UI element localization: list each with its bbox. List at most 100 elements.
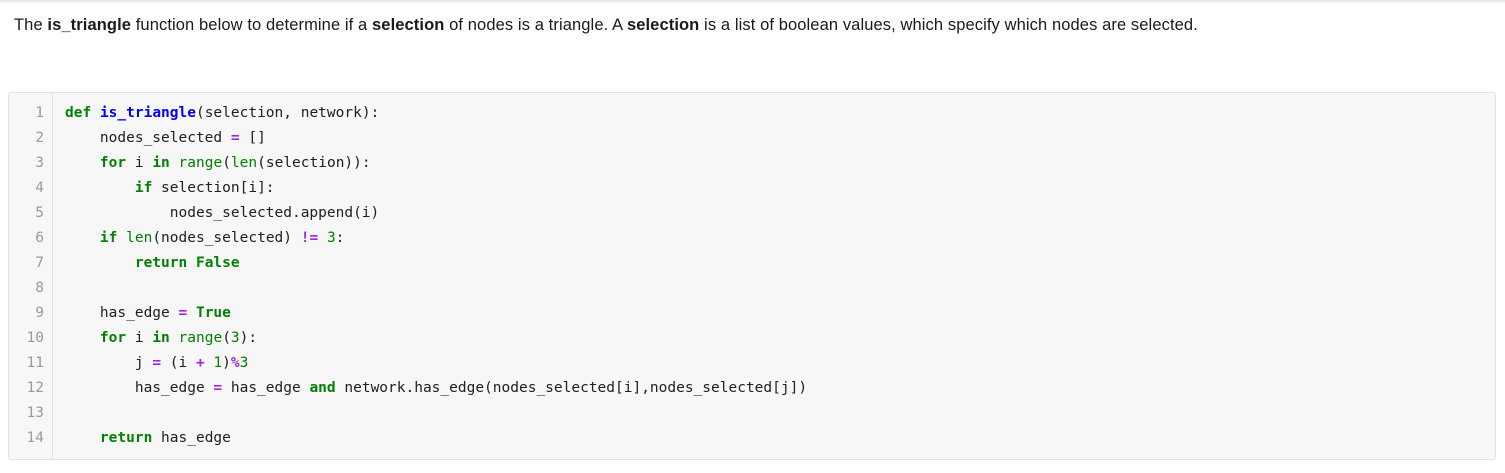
code-token — [65, 155, 100, 171]
line-number: 6 — [35, 230, 44, 246]
code-token: 3 — [239, 355, 249, 371]
code-line: ​ — [65, 401, 1495, 426]
code-line: has_edge = True — [65, 301, 1495, 326]
code-token: = — [213, 380, 223, 396]
emphasis-term: selection — [626, 16, 700, 34]
paragraph-text: The is_triangle function below to determ… — [14, 10, 1434, 40]
code-line: if len(nodes_selected) != 3: — [65, 226, 1495, 251]
code-line: has_edge = has_edge and network.has_edge… — [65, 376, 1495, 401]
code-line: for i in range(3): — [65, 326, 1495, 351]
code-token: 1 — [213, 355, 223, 371]
code-token: + — [195, 355, 205, 371]
code-token — [170, 155, 179, 171]
code-token — [187, 255, 196, 271]
code-token: if — [99, 230, 118, 246]
prose-paragraph: The is_triangle function below to determ… — [0, 0, 1448, 40]
code-token: for — [99, 155, 127, 171]
code-line: for i in range(len(selection)): — [65, 151, 1495, 176]
code-token: 3 — [230, 330, 240, 346]
code-token: def — [65, 105, 92, 121]
line-number: 11 — [26, 355, 44, 371]
code-content[interactable]: def is_triangle(selection, network): nod… — [53, 93, 1495, 459]
code-token: (selection)): — [257, 155, 371, 171]
code-token: False — [195, 255, 240, 271]
code-token: for — [99, 330, 127, 346]
code-token: in — [152, 155, 170, 171]
code-token: nodes_selected.append(i) — [65, 205, 380, 221]
line-number: 3 — [35, 155, 44, 171]
code-token — [65, 230, 100, 246]
emphasis-term: is_triangle — [47, 16, 132, 34]
code-token — [170, 330, 179, 346]
paragraph-segment: is a list of boolean values, which speci… — [699, 16, 1198, 34]
paragraph-segment: function below to determine if a — [131, 16, 373, 34]
paragraph-segment: of nodes is a triangle. A — [444, 16, 627, 34]
code-token — [187, 305, 196, 321]
code-token: has_edge — [65, 305, 179, 321]
code-token: = — [230, 130, 240, 146]
line-number: 5 — [35, 205, 44, 221]
line-number: 1 — [35, 105, 44, 121]
code-token — [65, 255, 135, 271]
code-token: is_triangle — [99, 105, 196, 121]
code-line: if selection[i]: — [65, 176, 1495, 201]
code-token: if — [134, 180, 153, 196]
code-token — [65, 180, 135, 196]
code-token: : — [335, 230, 345, 246]
code-token: selection[i]: — [152, 180, 275, 196]
paragraph-segment: The — [14, 16, 48, 34]
code-token: i — [126, 155, 153, 171]
line-number: 13 — [26, 405, 44, 421]
line-number: 14 — [26, 430, 44, 446]
code-token: = — [152, 355, 162, 371]
code-token: ) — [222, 355, 231, 371]
code-token: has_edge — [65, 380, 214, 396]
code-token — [65, 430, 100, 446]
code-line: ​ — [65, 276, 1495, 301]
code-token: [] — [239, 130, 266, 146]
code-line: return False — [65, 251, 1495, 276]
code-token — [91, 105, 100, 121]
line-number: 9 — [35, 305, 44, 321]
code-token — [318, 230, 327, 246]
code-line: return has_edge — [65, 426, 1495, 451]
code-token: % — [230, 355, 240, 371]
emphasis-term: selection — [372, 16, 445, 34]
code-token: range — [178, 155, 223, 171]
code-token: (nodes_selected) — [152, 230, 301, 246]
code-token: 3 — [326, 230, 336, 246]
code-token: True — [195, 305, 231, 321]
code-token: i — [126, 330, 153, 346]
code-token: ): — [239, 330, 258, 346]
code-token: range — [178, 330, 223, 346]
code-line: nodes_selected = [] — [65, 126, 1495, 151]
code-token: != — [300, 230, 319, 246]
code-line: j = (i + 1)%3 — [65, 351, 1495, 376]
code-token: ( — [222, 155, 231, 171]
code-token: (i — [161, 355, 196, 371]
line-number: 7 — [35, 255, 44, 271]
code-line: def is_triangle(selection, network): — [65, 101, 1495, 126]
code-token: and — [309, 380, 336, 396]
code-token: has_edge — [152, 430, 231, 446]
code-token: network.has_edge(nodes_selected[i],nodes… — [335, 380, 808, 396]
line-number: 2 — [35, 130, 44, 146]
code-token: in — [152, 330, 170, 346]
code-token: return — [134, 255, 188, 271]
code-token: = — [178, 305, 188, 321]
code-token: ( — [222, 330, 231, 346]
code-token — [65, 330, 100, 346]
code-token: (selection, network): — [195, 105, 380, 121]
code-token: j — [65, 355, 153, 371]
line-number: 8 — [35, 280, 44, 296]
line-number: 12 — [26, 380, 44, 396]
code-token: len — [126, 230, 153, 246]
line-number: 4 — [35, 180, 44, 196]
code-token: len — [230, 155, 258, 171]
code-token — [117, 230, 126, 246]
code-line: nodes_selected.append(i) — [65, 201, 1495, 226]
code-token: nodes_selected — [65, 130, 231, 146]
